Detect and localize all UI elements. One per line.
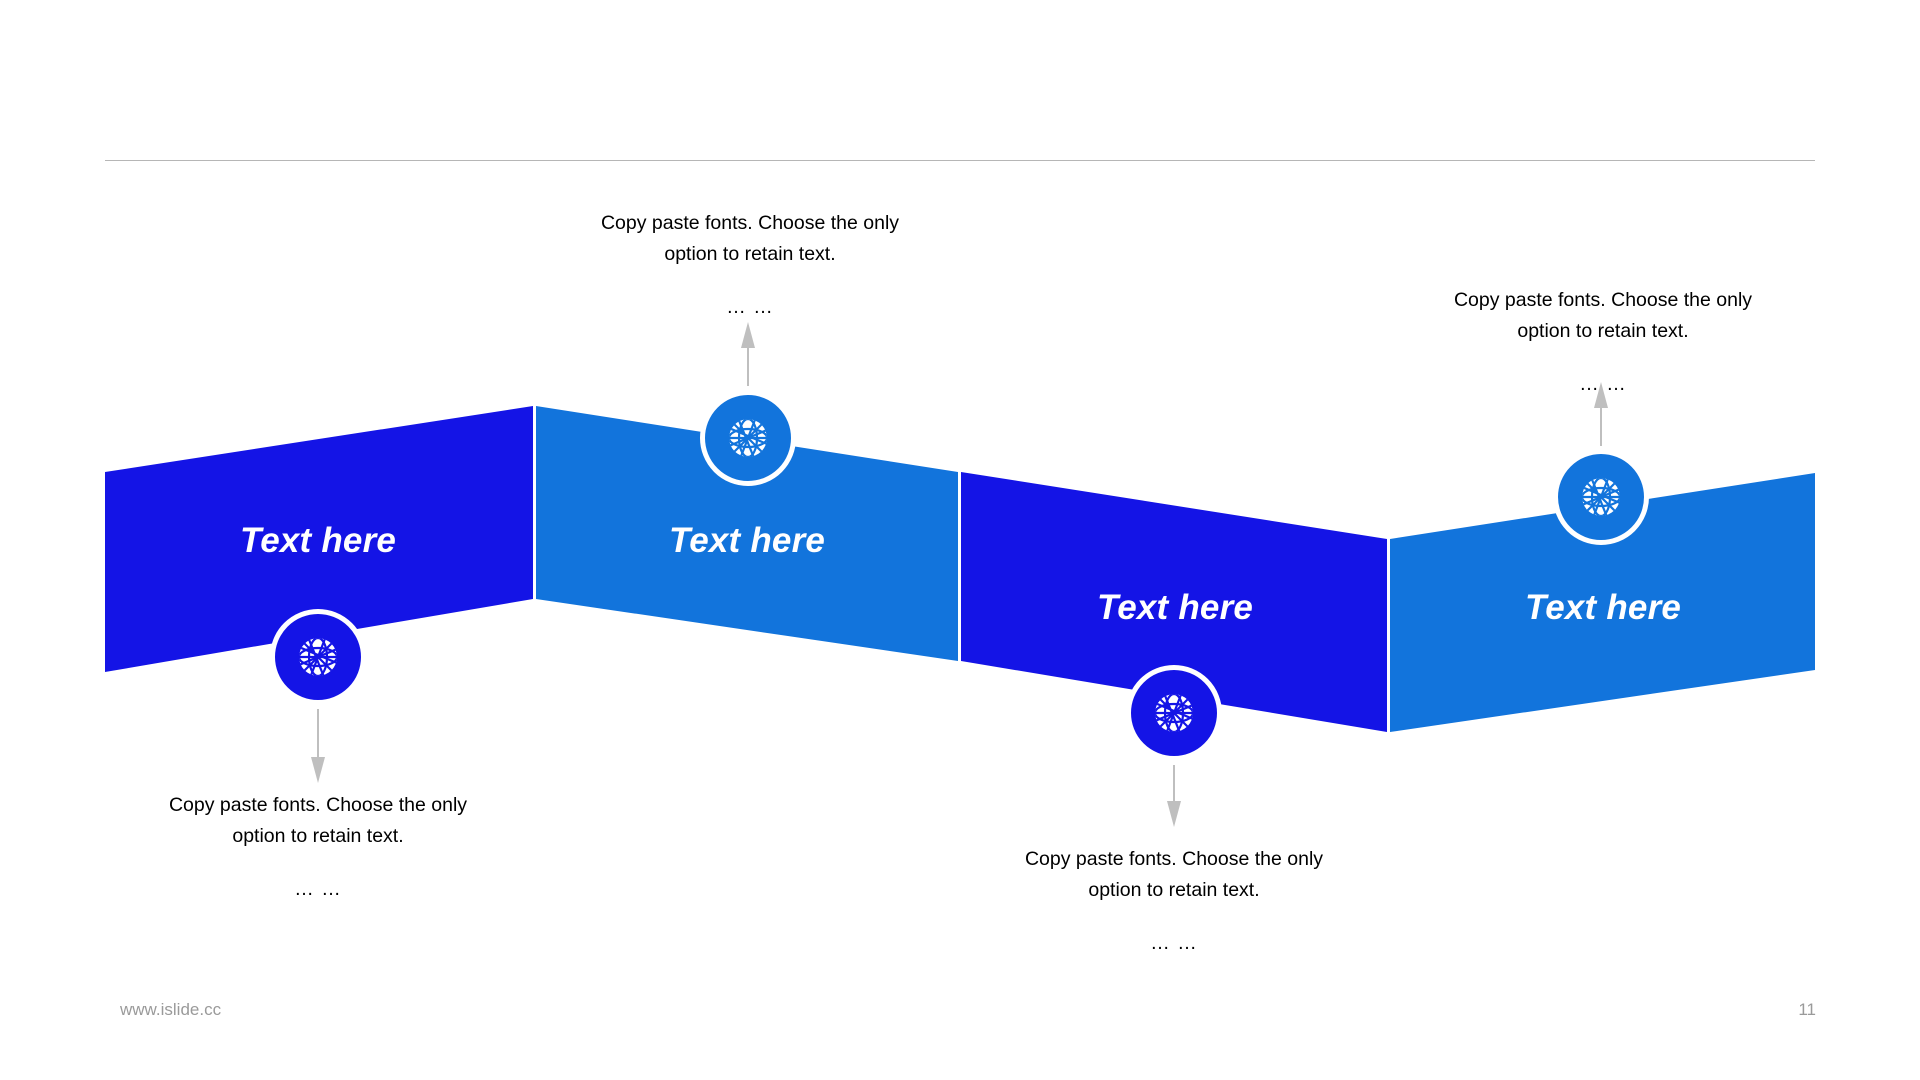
globe-network-icon — [724, 414, 772, 462]
panel-label-1: Text here — [239, 521, 397, 560]
panel-label-4: Text here — [1524, 588, 1682, 627]
description-line-2: option to retain text. — [664, 243, 836, 265]
panel-label-2: Text here — [668, 521, 826, 560]
icon-badge-2[interactable] — [700, 390, 796, 486]
description-ellipsis: … … — [1150, 932, 1198, 954]
description-block-1: Copy paste fonts. Choose the only option… — [148, 790, 488, 905]
globe-network-icon — [1577, 473, 1625, 521]
arrow-1 — [311, 709, 325, 783]
description-line-1: Copy paste fonts. Choose the only — [1024, 848, 1324, 870]
description-line-1: Copy paste fonts. Choose the only — [600, 212, 900, 234]
description-line-2: option to retain text. — [1517, 320, 1689, 342]
description-line-1: Copy paste fonts. Choose the only — [168, 794, 468, 816]
page-number: 11 — [1798, 1000, 1816, 1019]
panel-label-3: Text here — [1096, 588, 1254, 627]
description-block-2: Copy paste fonts. Choose the only option… — [580, 208, 920, 323]
top-divider-line — [105, 160, 1815, 161]
footer-url: www.islide.cc — [120, 1000, 222, 1019]
arrow-2 — [741, 322, 755, 386]
icon-badge-4[interactable] — [1553, 449, 1649, 545]
icon-badge-1[interactable] — [270, 609, 366, 705]
description-line-2: option to retain text. — [1088, 879, 1260, 901]
description-block-4: Copy paste fonts. Choose the only option… — [1433, 285, 1773, 400]
globe-network-icon — [294, 633, 342, 681]
description-ellipsis: … … — [726, 296, 774, 318]
description-ellipsis: … … — [294, 878, 342, 900]
description-line-1: Copy paste fonts. Choose the only — [1453, 289, 1753, 311]
globe-network-icon — [1150, 689, 1198, 737]
arrow-3 — [1167, 765, 1181, 827]
icon-badge-3[interactable] — [1126, 665, 1222, 761]
arrow-4 — [1594, 382, 1608, 446]
description-block-3: Copy paste fonts. Choose the only option… — [1004, 844, 1344, 959]
description-line-2: option to retain text. — [232, 825, 404, 847]
description-ellipsis: … … — [1579, 373, 1627, 395]
